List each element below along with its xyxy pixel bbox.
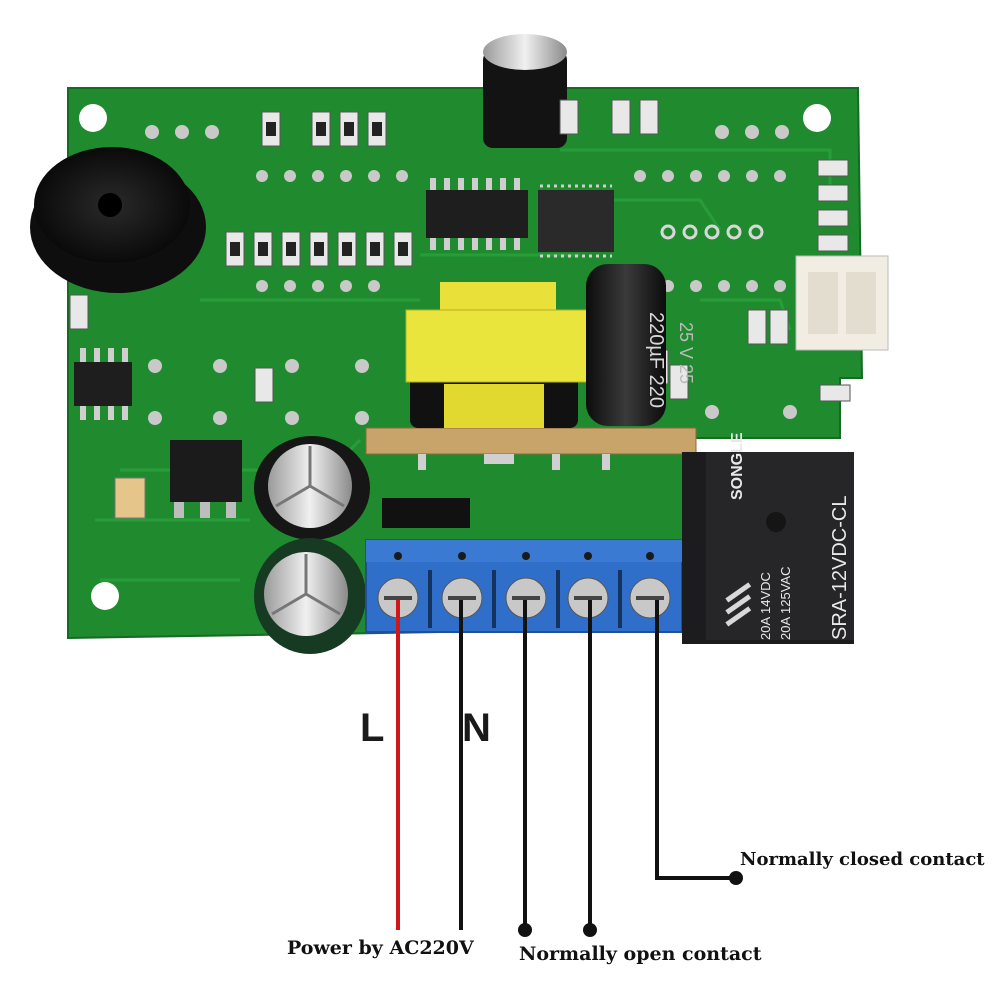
terminal-screw-icon (377, 577, 671, 619)
mount-hole (91, 582, 119, 610)
power-caption: Power by AC220V (287, 937, 474, 959)
relay-rating-a: 20A 14VDC (758, 572, 773, 640)
live-label: L (360, 706, 385, 750)
ic-chip (74, 348, 132, 420)
mount-hole (79, 104, 107, 132)
wire-end-dot (729, 871, 743, 885)
normally-open-caption: Normally open contact (519, 943, 762, 965)
nc-wire (655, 600, 736, 880)
capacitor-icon: 220µF 220 25 V 25 (586, 264, 696, 426)
capacitor-label: 220µF 220 (645, 312, 667, 408)
connector-icon (795, 255, 889, 351)
ic-chip (538, 184, 614, 258)
capacitor-icon (254, 538, 366, 654)
relay-brand: SONGLE (729, 432, 746, 500)
buzzer-icon (30, 147, 206, 293)
wire-end-dot (518, 923, 532, 937)
normally-closed-caption: Normally closed contact (740, 849, 985, 870)
voltage-regulator (170, 440, 242, 518)
relay-model: SRA-12VDC-CL (829, 496, 851, 640)
capacitor-voltage-label: 25 V 25 (676, 322, 696, 384)
capacitor-icon (483, 34, 567, 148)
transformer-icon (365, 282, 697, 470)
wire-end-dot (583, 923, 597, 937)
relay-icon: SONGLE 20A 14VDC 20A 125VAC SRA-12VDC-CL (682, 432, 854, 644)
neutral-label: N (462, 706, 491, 750)
ic-chip (426, 178, 528, 250)
relay-rating-b: 20A 125VAC (778, 567, 793, 640)
capacitor-icon (254, 436, 370, 540)
terminal-block (365, 539, 683, 633)
mount-hole (803, 104, 831, 132)
